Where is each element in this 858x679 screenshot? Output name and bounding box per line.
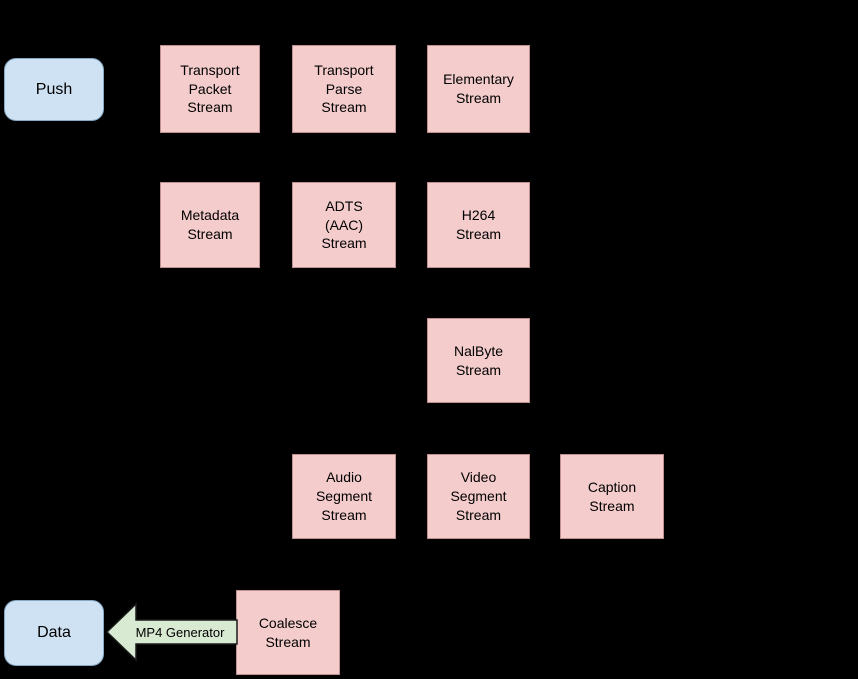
left-arrow-icon	[106, 602, 238, 662]
node-label: Data	[37, 624, 71, 642]
node-adts-aac-stream: ADTS(AAC)Stream	[292, 182, 396, 268]
node-label: ADTS(AAC)Stream	[321, 197, 367, 252]
node-label: Push	[35, 80, 73, 98]
node-push: Push	[4, 58, 104, 121]
mp4-generator-label: MP4 Generator	[135, 624, 225, 640]
mp4-generator-arrow: MP4 Generator	[106, 601, 238, 663]
node-data: Data	[4, 600, 104, 666]
